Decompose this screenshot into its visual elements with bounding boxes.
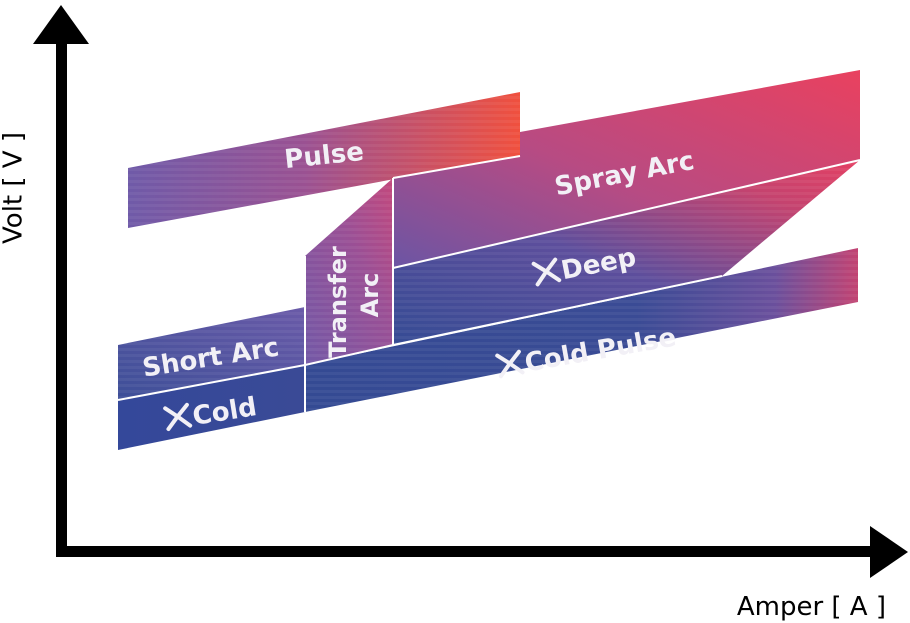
pulse-region: Pulse: [128, 92, 520, 228]
transfer-arc-label-line1: Transfer: [324, 246, 352, 358]
x-logo-icon: [495, 349, 525, 379]
x-axis-label: Amper [ A ]: [737, 592, 886, 622]
y-axis-arrow-icon: [33, 5, 89, 44]
x-axis-arrow-icon: [870, 526, 908, 578]
transfer-arc-region: Transfer Arc: [305, 178, 393, 365]
xdeep-region: Deep: [393, 160, 860, 345]
x-axis: [56, 526, 908, 578]
short-arc-region: Short Arc: [118, 307, 305, 400]
xcold-region: Cold: [118, 365, 305, 450]
x-logo-icon: [163, 402, 193, 432]
transfer-arc-label-line2: Arc: [356, 273, 384, 318]
region-dividers: [117, 155, 861, 412]
y-axis-label: Volt [ V ]: [0, 132, 29, 244]
spray-arc-region: Spray Arc: [393, 70, 860, 268]
y-axis: [33, 5, 89, 556]
x-logo-icon: [531, 257, 562, 287]
